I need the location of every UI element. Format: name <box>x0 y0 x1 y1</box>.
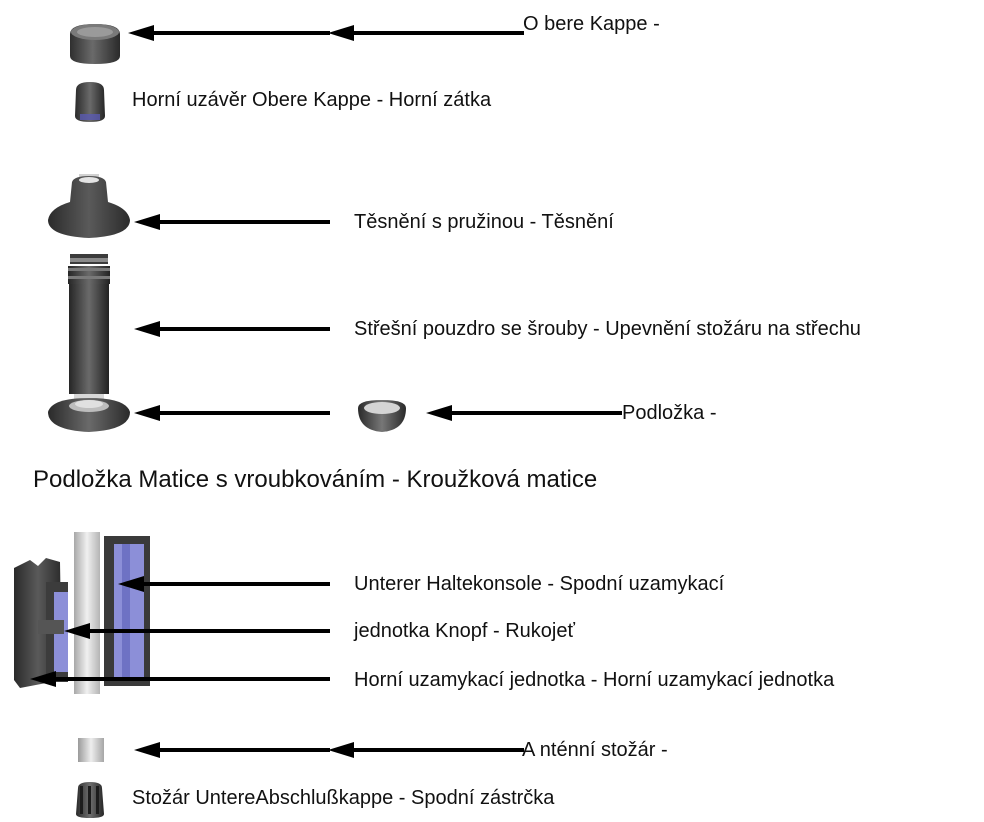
mast-segment-part <box>78 738 104 762</box>
label-unterer-haltekonsole: Unterer Haltekonsole - Spodní uzamykací <box>354 573 725 595</box>
lower-bracket-part <box>14 532 150 694</box>
label-horni-uzamykaci: Horní uzamykací jednotka - Horní uzamyka… <box>354 669 835 691</box>
label-jednotka-knopf: jednotka Knopf - Rukojeť <box>354 620 575 642</box>
arrow-obere-kappe <box>128 25 524 41</box>
arrow-podlozka <box>426 405 622 421</box>
arrow-unterer-haltekonsole <box>118 576 330 592</box>
arrow-tesneni <box>134 214 330 230</box>
arrow-horni-uzamykaci <box>30 671 330 687</box>
washer-part <box>358 400 406 432</box>
roof-sleeve-part <box>48 254 130 432</box>
top-cap-part <box>70 24 120 64</box>
label-podlozka: Podložka - <box>622 402 717 424</box>
label-stozar-untere: Stožár UntereAbschlußkappe - Spodní zást… <box>132 787 555 809</box>
label-antenni-stozar: A nténní stožár - <box>522 739 668 761</box>
label-tesneni: Těsnění s pružinou - Těsnění <box>354 211 614 233</box>
arrow-stresni-pouzdro <box>134 321 330 337</box>
arrow-antenni-stozar <box>134 742 524 758</box>
bottom-plug-part <box>76 782 104 818</box>
arrow-jednotka-knopf <box>64 623 330 639</box>
arrow-ring-nut <box>134 405 330 421</box>
label-horni-uzaver: Horní uzávěr Obere Kappe - Horní zátka <box>132 89 492 111</box>
label-podlozka-matice: Podložka Matice s vroubkováním - Kroužko… <box>33 466 598 493</box>
label-stresni-pouzdro: Střešní pouzdro se šrouby - Upevnění sto… <box>354 318 861 340</box>
top-plug-part <box>75 82 105 122</box>
spring-seal-part <box>48 174 130 238</box>
label-obere-kappe: O bere Kappe - <box>523 13 660 35</box>
